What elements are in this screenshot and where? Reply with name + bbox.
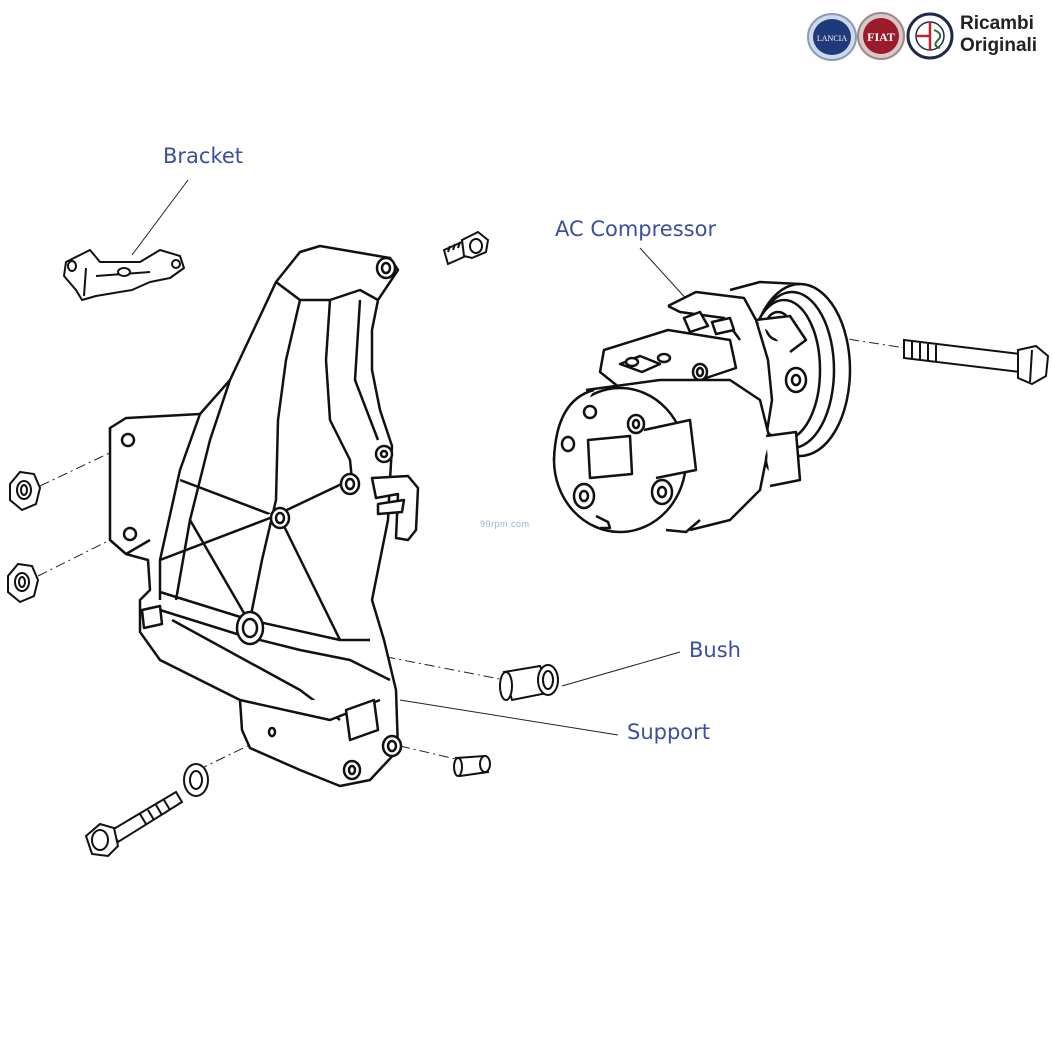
support-part [108, 244, 420, 788]
ac-compressor-part [552, 280, 852, 534]
lancia-logo: LANCIA [807, 13, 857, 61]
bush-part [499, 664, 559, 702]
brand-line-ricambi: Ricambi [960, 13, 1034, 34]
label-ac-compressor: AC Compressor [555, 217, 717, 241]
svg-text:FIAT: FIAT [867, 30, 895, 44]
bracket-part [63, 249, 185, 301]
label-bracket: Bracket [163, 144, 244, 168]
leader-lines [131, 179, 691, 736]
washer [183, 763, 209, 797]
brand-text: Ricambi Originali [960, 13, 1037, 57]
brand-line-originali: Originali [960, 35, 1038, 56]
svg-text:LANCIA: LANCIA [817, 34, 847, 43]
label-bush: Bush [689, 638, 741, 662]
alfa-romeo-logo [906, 12, 954, 60]
compressor-bolt [903, 338, 1050, 386]
nut-upper [9, 470, 42, 512]
label-support: Support [627, 720, 711, 744]
nut-lower [7, 562, 40, 604]
watermark: 99rpm.com [480, 519, 530, 529]
lower-bolt [84, 790, 184, 858]
small-screw [442, 230, 490, 266]
dowel-pin [453, 754, 491, 778]
fiat-logo: FIAT [857, 12, 905, 60]
